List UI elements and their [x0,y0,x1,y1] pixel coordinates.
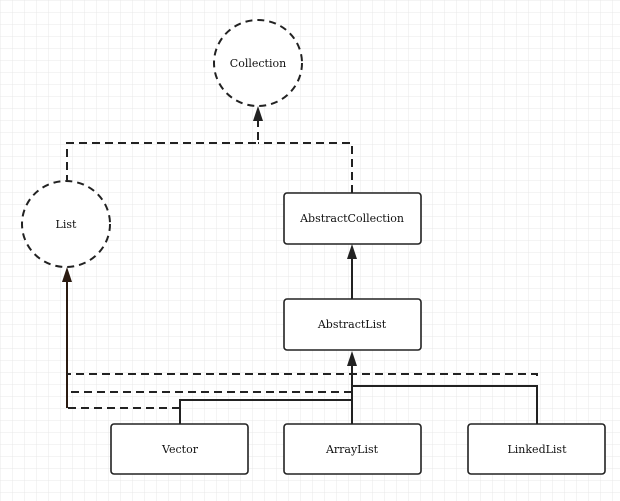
node-abstract-collection-label: AbstractCollection [299,212,404,225]
node-abstract-list-label: AbstractList [317,318,387,331]
node-list-label: List [56,218,77,231]
edge-linkedlist-to-abstractlist [352,385,538,424]
node-abstract-list[interactable]: AbstractList [283,298,422,351]
edge-list-to-collection [66,119,259,183]
node-collection[interactable]: Collection [213,19,303,107]
arrowhead-abstractcollection [347,244,357,259]
node-abstract-collection[interactable]: AbstractCollection [283,192,422,245]
node-list[interactable]: List [21,180,111,268]
node-collection-label: Collection [230,57,286,70]
arrowhead-list [62,267,72,282]
node-array-list-label: ArrayList [325,443,379,456]
edge-linkedlist-to-list [67,373,538,376]
node-vector-label: Vector [161,443,199,456]
node-linked-list[interactable]: LinkedList [467,423,606,475]
node-linked-list-label: LinkedList [507,443,567,456]
node-vector[interactable]: Vector [110,423,249,475]
arrowhead-collection [253,106,263,121]
node-array-list[interactable]: ArrayList [283,423,422,475]
arrowhead-abstractlist [347,351,357,366]
edge-vector-to-abstractlist [179,399,352,424]
edge-abstractcollection-to-collection [258,142,353,193]
